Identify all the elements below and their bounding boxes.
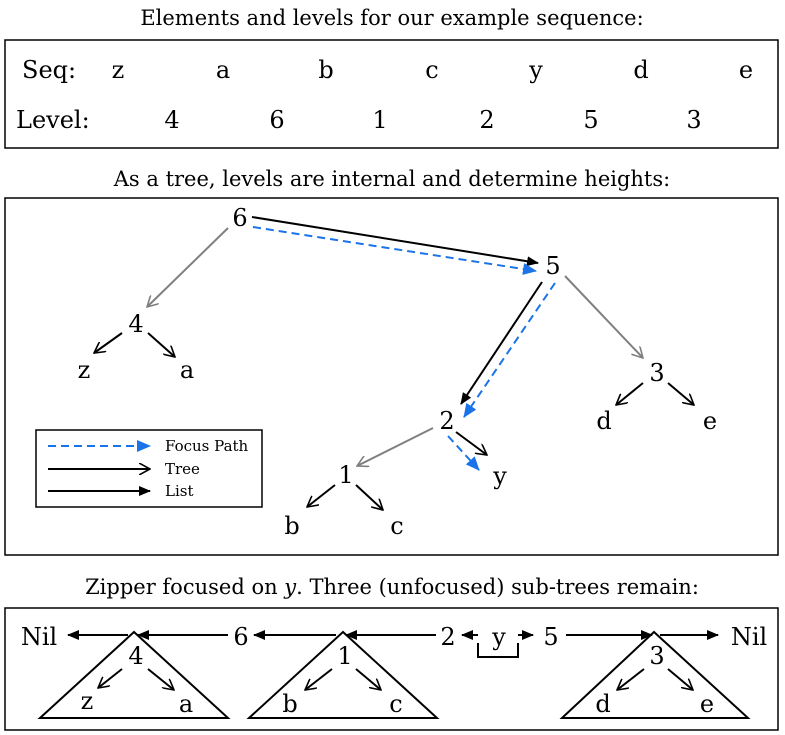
tree-edge-2-1 — [357, 427, 434, 466]
subtree-edge — [617, 668, 645, 690]
subtree-leaf: d — [595, 690, 610, 718]
legend-tree-label: Tree — [165, 460, 200, 478]
subtree-edge — [355, 668, 381, 690]
subtree-edge — [305, 668, 333, 690]
tree-edge-4-z — [94, 332, 123, 353]
subtree-leaf: a — [179, 690, 193, 718]
nil-right: Nil — [731, 623, 767, 651]
tree-edge-1-b — [307, 484, 336, 507]
subtree-root: 4 — [128, 642, 143, 670]
node-level: 3 — [649, 359, 664, 387]
nil-left: Nil — [21, 623, 57, 651]
tree-edge-3-d — [616, 382, 644, 405]
caption-middle: As a tree, levels are internal and deter… — [113, 167, 670, 191]
tree-edge-2-y — [455, 431, 487, 455]
subtree-triangle-1 — [246, 630, 440, 719]
level-cell: 1 — [372, 106, 387, 134]
subtree-leaf: b — [282, 690, 297, 718]
legend-focus-label: Focus Path — [165, 437, 249, 455]
node-level: 6 — [232, 204, 247, 232]
caption-top: Elements and levels for our example sequ… — [140, 6, 643, 30]
list-edge-6-5 — [251, 216, 539, 267]
node-focus: y — [492, 462, 507, 490]
subtree-leaf: c — [389, 690, 402, 718]
node-leaf: d — [596, 407, 611, 435]
tree-edge-3-e — [667, 382, 694, 405]
node-level: 5 — [545, 252, 560, 280]
seq-cell: d — [633, 56, 648, 84]
zipper-focus: y — [491, 623, 506, 651]
tree-edge-5-3 — [564, 275, 643, 358]
node-level: 2 — [439, 407, 454, 435]
focus-edge-6-5 — [252, 226, 537, 275]
subtree-triangle-4 — [37, 630, 231, 719]
node-leaf: b — [284, 512, 299, 540]
node-leaf: a — [180, 356, 194, 384]
focus-bracket — [477, 643, 519, 658]
node-level: 4 — [128, 310, 143, 338]
caption-bottom: Zipper focused on y. Three (unfocused) s… — [85, 575, 699, 599]
seq-cell: y — [528, 56, 543, 84]
level-cell: 6 — [269, 106, 284, 134]
level-cell: 2 — [479, 106, 494, 134]
subtree-edge — [98, 668, 123, 688]
zipper-frame — [4, 607, 779, 731]
table-frame — [4, 39, 779, 149]
tree-edge-4-a — [147, 332, 175, 357]
subtree-root: 1 — [337, 642, 352, 670]
tree-edge-1-c — [355, 484, 383, 510]
node-leaf: e — [703, 407, 717, 435]
subtree-edge — [147, 668, 174, 690]
seq-cell: a — [216, 56, 230, 84]
seq-cell: c — [425, 56, 438, 84]
subtree-edge — [667, 668, 693, 690]
legend: Focus Path Tree List — [35, 429, 263, 508]
focus-edge-5-2 — [463, 282, 556, 418]
level-label: Level: — [16, 106, 90, 134]
node-leaf: c — [390, 512, 403, 540]
node-level: 1 — [338, 461, 353, 489]
level-cell: 4 — [164, 106, 179, 134]
list-edge-5-2 — [460, 281, 543, 405]
tree-edge-6-4 — [147, 227, 229, 307]
zipper-level-5: 5 — [543, 623, 558, 651]
focus-edge-2-y — [447, 435, 480, 471]
subtree-leaf: e — [700, 690, 714, 718]
seq-cell: e — [739, 56, 753, 84]
level-cell: 3 — [686, 106, 701, 134]
tree-frame — [4, 197, 779, 556]
legend-list-label: List — [165, 482, 193, 500]
level-cell: 5 — [583, 106, 598, 134]
subtree-leaf: z — [81, 687, 94, 715]
subtree-root: 3 — [649, 642, 664, 670]
seq-cell: z — [112, 56, 125, 84]
zipper-level-2: 2 — [440, 623, 455, 651]
node-leaf: z — [78, 356, 91, 384]
seq-cell: b — [318, 56, 333, 84]
seq-label: Seq: — [22, 56, 76, 84]
zipper-level-6: 6 — [233, 623, 248, 651]
subtree-triangle-3 — [559, 630, 751, 719]
